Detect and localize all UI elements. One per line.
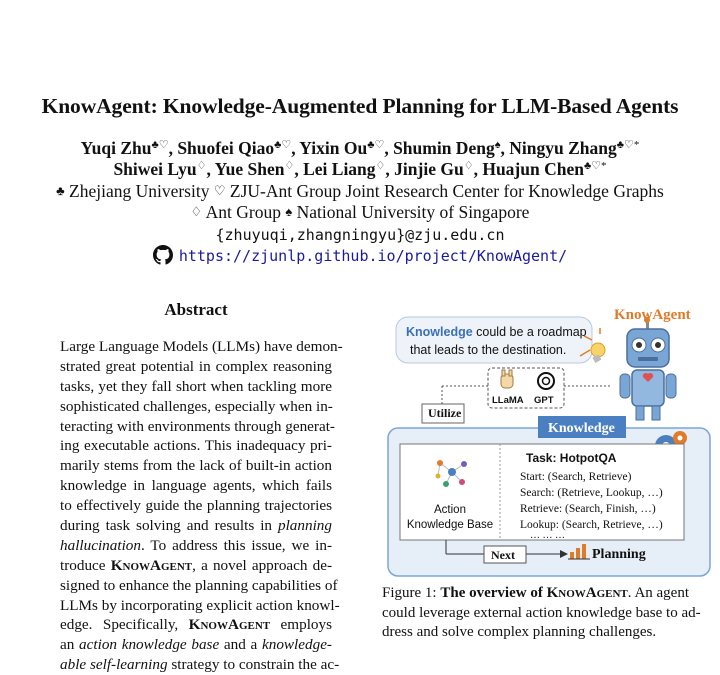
author-affiliation-mark: ♢ [284, 160, 295, 172]
author-name: Huajun Chen [482, 159, 584, 179]
task-box [399, 443, 685, 541]
abstract-line: hallucination. To address this issue, we… [60, 536, 332, 554]
robot-mascot-icon [619, 317, 677, 421]
rule-line: Start: (Search, Retrieve) [520, 471, 632, 483]
figure-caption: Figure 1: The overview of KnowAgent. An … [382, 585, 701, 640]
network-graph-icon [435, 460, 467, 487]
author-affiliation-mark: ♣♡* [616, 139, 640, 151]
abstract-heading: Abstract [164, 300, 228, 319]
author-affiliation-mark: ♢ [463, 160, 474, 172]
author-name: Shumin Deng [393, 138, 495, 158]
author-line-1: Yuqi Zhu♣♡, Shuofei Qiao♣♡, Yixin Ou♣♡, … [80, 138, 640, 158]
abstract-line: strated great potential in complex reaso… [60, 357, 332, 375]
affiliation-line-1: ♣ Zhejiang University ♡ ZJU-Ant Group Jo… [0, 181, 720, 202]
club-symbol: ♣ [56, 183, 65, 198]
author-affiliation-mark: ♢ [375, 160, 386, 172]
author-name: Yixin Ou [299, 138, 368, 158]
abstract-line: tasks, yet they fall short when tackling… [60, 377, 332, 395]
affiliation-ant-group: Ant Group [205, 202, 281, 222]
next-label: Next [491, 548, 515, 562]
kb-label-2: Knowledge Base [407, 519, 493, 531]
author-affiliation-mark: ♣♡ [367, 139, 385, 151]
heart-symbol: ♡ [213, 183, 226, 198]
contact-email: {zhuyuqi,zhangningyu}@zju.edu.cn [215, 226, 505, 244]
abstract-line: LLMs by incorporating explicit action kn… [60, 596, 340, 614]
bubble-text-1: Knowledge could be a roadmap [406, 325, 587, 339]
paper-title: KnowAgent: Knowledge-Augmented Planning … [41, 94, 679, 118]
author-affiliation-mark: ♣♡ [274, 139, 292, 151]
affiliation-nus: National University of Singapore [296, 202, 530, 222]
rule-line: … … … [530, 530, 565, 541]
author-line-2: Shiwei Lyu♢, Yue Shen♢, Lei Liang♢, Jinj… [113, 159, 607, 179]
abstract-line: sophisticated challenges, especially whe… [60, 397, 333, 415]
planning-label: Planning [592, 547, 646, 562]
abstract-line: able self-learning strategy to constrain… [60, 656, 340, 674]
project-url-row[interactable]: https://zjunlp.github.io/project/KnowAge… [0, 245, 720, 265]
abstract-body: Large Language Models (LLMs) have demon-… [60, 337, 343, 675]
utilize-tag [421, 403, 465, 424]
abstract-line: an action knowledge base and a knowledge… [60, 636, 332, 654]
abstract-line: to effectively guide the planning trajec… [60, 497, 332, 515]
affiliation-zju: Zhejiang University [69, 181, 210, 201]
github-icon [152, 245, 173, 265]
abstract-line: marily stems from the lack of built-in a… [60, 457, 332, 475]
abstract-line: Large Language Models (LLMs) have demon- [60, 338, 343, 355]
author-affiliation-mark: ♢ [196, 160, 207, 172]
author-name: Ningyu Zhang [509, 138, 617, 158]
llama-icon [500, 369, 514, 389]
author-affiliation-mark: ♠ [494, 139, 501, 151]
author-affiliation-mark: ♣♡ [151, 139, 169, 151]
rule-line: Lookup: (Search, Retrieve, …) [520, 519, 663, 531]
abstract-line: ing executable actions. This inadequacy … [60, 437, 332, 455]
abstract-line: edge. Specifically, KnowAgent employs [60, 616, 333, 634]
author-name: Yuqi Zhu [80, 138, 152, 158]
abstract-line: teracting with environments through gene… [60, 417, 335, 435]
abstract-line: knowledge in language agents, which fail… [60, 477, 332, 495]
author-affiliation-mark: ♣♡* [583, 160, 607, 172]
task-title: Task: HotpotQA [526, 451, 617, 465]
author-name: Jinjie Gu [394, 159, 464, 179]
rule-line: Retrieve: (Search, Finish, …) [520, 503, 656, 515]
next-tag [483, 545, 527, 564]
abstract-line: troduce KnowAgent, a novel approach de- [60, 556, 333, 574]
author-name: Shiwei Lyu [113, 159, 197, 179]
lightbulb-icon [579, 328, 606, 363]
spade-symbol: ♠ [285, 204, 293, 219]
affiliation-joint-center: ZJU-Ant Group Joint Research Center for … [229, 181, 664, 201]
rule-line: Search: (Retrieve, Lookup, …) [520, 487, 663, 499]
abstract-line: signed to enhance the planning capabilit… [60, 576, 338, 594]
affiliation-line-2: ♢ Ant Group ♠ National University of Sin… [0, 202, 720, 223]
abstract-line: during task solving and results in plann… [60, 517, 332, 535]
diamond-symbol: ♢ [190, 204, 203, 219]
author-name: Shuofei Qiao [177, 138, 275, 158]
knowledge-tab [538, 416, 626, 438]
figure-brand: KnowAgent [614, 307, 691, 323]
bar-chart-icon [568, 544, 590, 560]
overview-figure: KnowAgent Knowledge could be a roadmap t… [387, 307, 711, 577]
utilize-label: Utilize [428, 406, 462, 420]
project-url-link[interactable]: https://zjunlp.github.io/project/KnowAge… [178, 247, 568, 265]
llama-label: LLaMA [492, 395, 524, 406]
kb-label-1: Action [434, 504, 466, 516]
author-name: Yue Shen [214, 159, 285, 179]
openai-gpt-icon [537, 372, 555, 390]
author-name: Lei Liang [303, 159, 376, 179]
gpt-label: GPT [534, 395, 554, 406]
knowledge-tab-label: Knowledge [548, 421, 615, 436]
bubble-text-2: that leads to the destination. [410, 343, 566, 357]
